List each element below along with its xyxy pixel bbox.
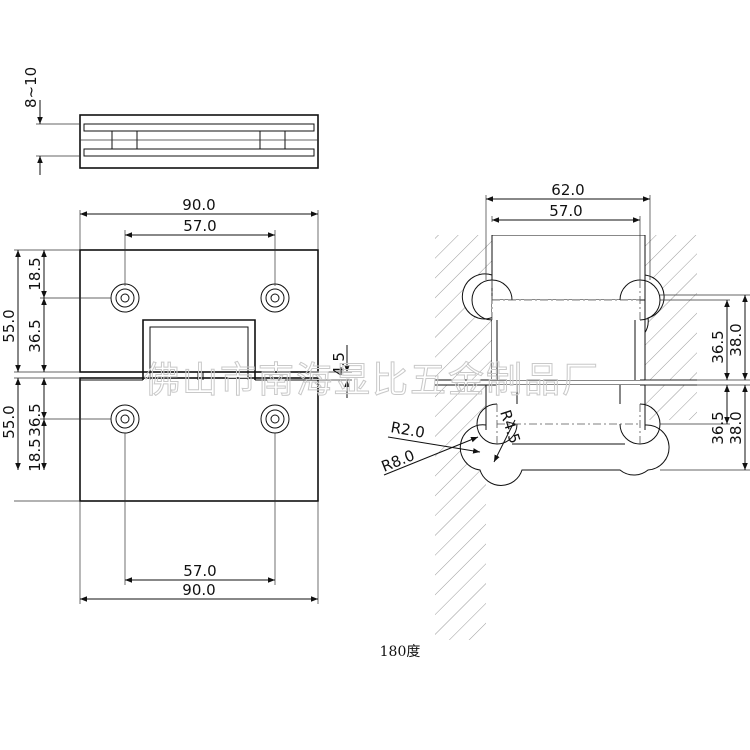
screw-hole-bottom-left bbox=[110, 404, 140, 434]
dim-outer-width: 62.0 bbox=[551, 181, 584, 199]
hinge-knuckle bbox=[142, 319, 256, 380]
dim-right-top-inner: 36.5 bbox=[709, 330, 727, 363]
dim-gap: 4.5 bbox=[330, 352, 348, 376]
radius-small-label: R2.0 bbox=[389, 418, 426, 442]
dim-left-bottom-hole: 18.5 bbox=[26, 438, 44, 471]
dim-left-bottom-upper: 36.5 bbox=[26, 403, 44, 436]
watermark: 佛山市南海显比五金制品厂 bbox=[144, 360, 600, 401]
top-plate bbox=[79, 249, 319, 373]
bottom-plate bbox=[79, 377, 319, 502]
glass-hatch bbox=[435, 235, 697, 640]
dim-inner-width: 57.0 bbox=[549, 202, 582, 220]
cutout-view: 62.0 57.0 36.5 38.0 36.5 38.0 R2.0 R4.5 … bbox=[379, 181, 750, 640]
dim-top-hole-spacing: 57.0 bbox=[183, 217, 216, 235]
dim-bottom-hole-spacing: 57.0 bbox=[183, 562, 216, 580]
screw-hole-top-right bbox=[260, 283, 290, 313]
dim-left-top-height: 55.0 bbox=[0, 309, 18, 342]
front-view: 90.0 57.0 55.0 18.5 36.5 4.5 55.0 36.5 1… bbox=[0, 196, 352, 604]
dim-left-top-hole: 18.5 bbox=[26, 257, 44, 290]
dim-left-top-lower: 36.5 bbox=[26, 319, 44, 352]
dim-left-bottom-height: 55.0 bbox=[0, 405, 18, 438]
dim-right-bottom-inner: 36.5 bbox=[709, 411, 727, 444]
side-view: 8~10 bbox=[22, 67, 319, 175]
radius-large-label: R8.0 bbox=[379, 446, 418, 476]
dim-right-top-outer: 38.0 bbox=[727, 323, 745, 356]
dim-right-bottom-outer: 38.0 bbox=[727, 411, 745, 444]
thickness-label: 8~10 bbox=[22, 67, 40, 108]
dim-top-width: 90.0 bbox=[182, 196, 215, 214]
screw-hole-bottom-right bbox=[260, 404, 290, 434]
caption: 180度 bbox=[380, 644, 421, 660]
dim-bottom-width: 90.0 bbox=[182, 581, 215, 599]
screw-hole-top-left bbox=[110, 283, 140, 313]
